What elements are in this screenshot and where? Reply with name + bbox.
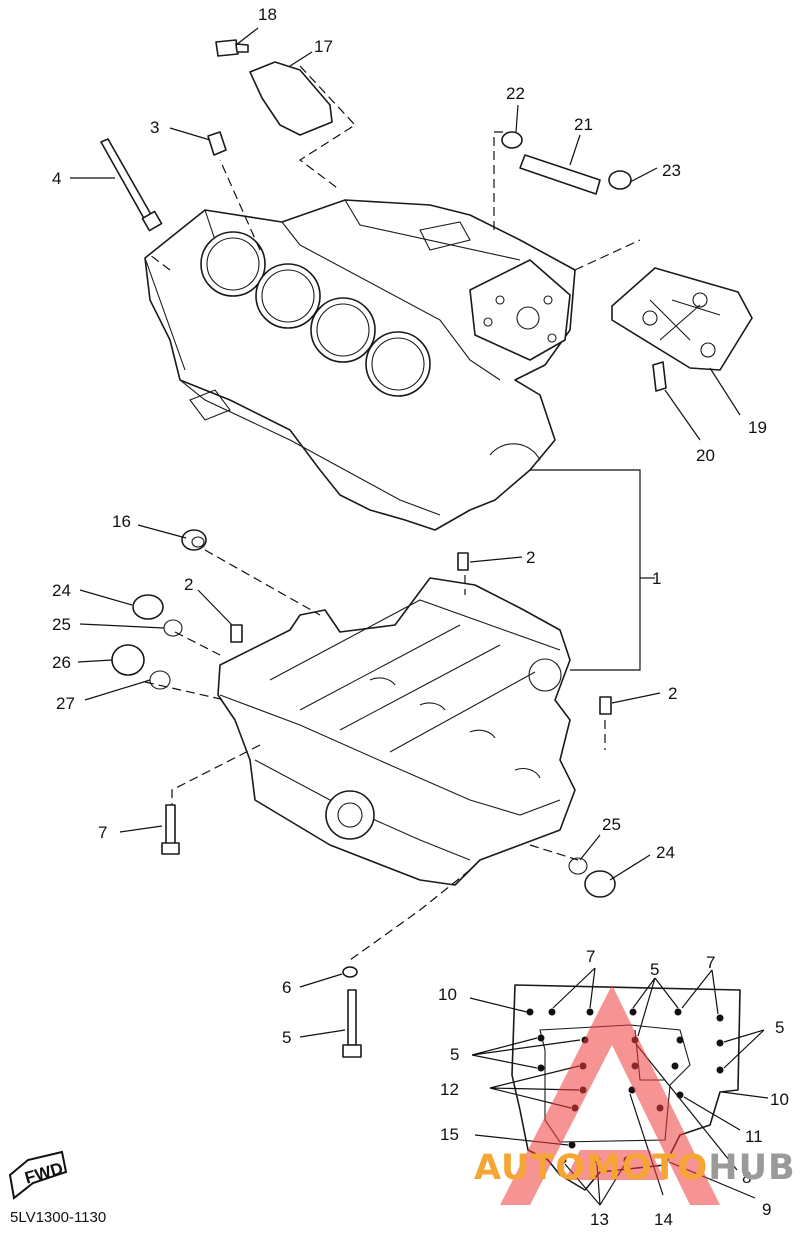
bolt-callout-5: 5: [650, 960, 659, 979]
oil-plug: [181, 529, 207, 551]
callout-25: 25: [52, 615, 71, 634]
crankcase-bolt-long: [342, 989, 362, 1058]
callout-1: 1: [652, 569, 661, 588]
upper-crankcase: [144, 199, 576, 531]
diagram-code: 5LV1300-1130: [10, 1209, 107, 1226]
callout-3: 3: [150, 118, 159, 137]
callout-17: 17: [314, 37, 333, 56]
washer: [342, 966, 358, 978]
callout-23: 23: [662, 161, 681, 180]
dowel-pin: [599, 696, 612, 715]
watermark-logo: [500, 985, 720, 1205]
callout-27: 27: [56, 694, 75, 713]
callout-25: 25: [602, 815, 621, 834]
callout-18: 18: [258, 5, 277, 24]
callout-19: 19: [748, 418, 767, 437]
stud-bolt: [100, 138, 163, 232]
callout-2: 2: [184, 575, 193, 594]
bolt-chart-labels: 7 5 7 10 5 5 12 10 11 15 8 9 13 14: [438, 947, 789, 1229]
bolt-callout-15: 15: [440, 1125, 459, 1144]
callout-21: 21: [574, 115, 593, 134]
bolt-callout-5: 5: [775, 1018, 784, 1037]
callout-24: 24: [52, 581, 71, 600]
watermark-text-orange: AUTOMOTO: [474, 1148, 709, 1188]
bolt-callout-8: 8: [742, 1168, 751, 1187]
assembly-lines: [144, 65, 641, 961]
bolt-callout-10: 10: [438, 985, 457, 1004]
bolt-callout-7: 7: [706, 953, 715, 972]
crankcase-bolt: [161, 804, 180, 855]
bolt-callout-14: 14: [654, 1210, 673, 1229]
right-plugs: [568, 857, 616, 898]
callout-16: 16: [112, 512, 131, 531]
watermark-text-gray: HUB: [708, 1148, 796, 1188]
bolt-callout-10: 10: [770, 1090, 789, 1109]
cover-bolt: [652, 361, 667, 392]
bolt-callout-13: 13: [590, 1210, 609, 1229]
bolt-callout-12: 12: [440, 1080, 459, 1099]
bolt-callout-7: 7: [586, 947, 595, 966]
breather-bolt: [215, 39, 249, 57]
callout-20: 20: [696, 446, 715, 465]
left-plugs: [111, 594, 183, 690]
watermark-text: AUTOMOTOHUB: [474, 1148, 796, 1188]
lower-crankcase: [217, 577, 576, 886]
forward-arrow-icon: FWD: [8, 1150, 68, 1200]
dowel-pin: [457, 552, 469, 571]
bolt-callout-5: 5: [450, 1045, 459, 1064]
leader-lines: [70, 27, 741, 1038]
callout-labels: 18 17 3 4 22 21 23 19 20 16 2 1 2 24 25 …: [52, 5, 767, 1047]
callout-7: 7: [98, 823, 107, 842]
callout-2: 2: [526, 548, 535, 567]
bolt-callout-11: 11: [745, 1127, 763, 1146]
callout-26: 26: [52, 653, 71, 672]
dowel-pin: [207, 131, 227, 156]
callout-24: 24: [656, 843, 675, 862]
cover-plate: [611, 267, 753, 371]
callout-22: 22: [506, 84, 525, 103]
dowel-pin: [230, 624, 243, 643]
breather-cover: [249, 61, 333, 136]
callout-6: 6: [282, 978, 291, 997]
callout-2: 2: [668, 684, 677, 703]
callout-5: 5: [282, 1028, 291, 1047]
breather-hose-assembly: [501, 131, 632, 195]
bolt-callout-9: 9: [762, 1200, 771, 1219]
callout-4: 4: [52, 169, 61, 188]
